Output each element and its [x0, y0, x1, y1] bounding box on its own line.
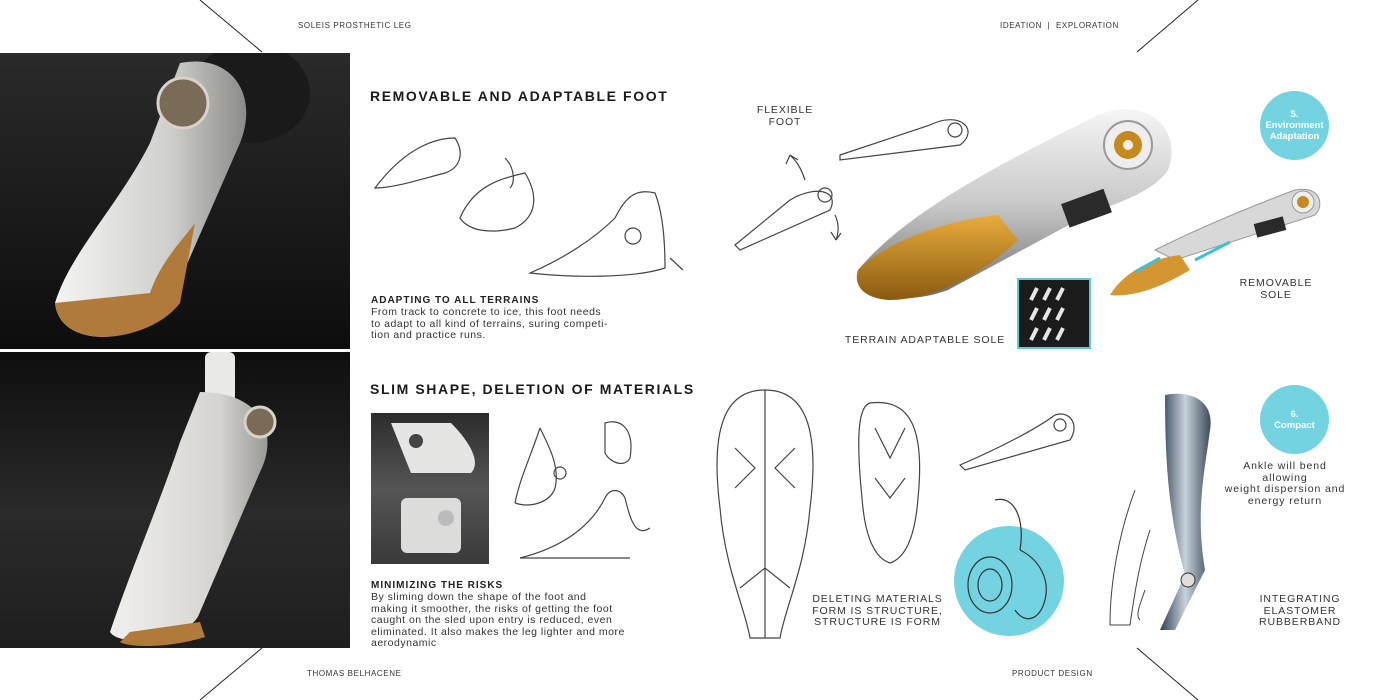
section1-title: REMOVABLE AND ADAPTABLE FOOT [370, 88, 669, 104]
deleting-materials-line: DELETING MATERIALS [812, 593, 943, 605]
leg-render [1109, 393, 1211, 630]
elastomer-line: INTEGRATING [1259, 593, 1341, 605]
removable-sole-label-line: SOLE [1260, 288, 1292, 301]
section2-body-line: making it smoother, the risks of getting… [371, 602, 613, 615]
section1-body-line: to adapt to all kind of terrains, suring… [371, 317, 608, 330]
ankle-bend-line: weight dispersion and [1224, 483, 1346, 495]
section1-subtitle: ADAPTING TO ALL TERRAINS [371, 295, 540, 306]
section2-body-line: eliminated. It also makes the leg lighte… [371, 625, 625, 638]
badge-text: Environment [1265, 120, 1324, 131]
section2-body-line: aerodynamic [371, 637, 437, 649]
foot-render-large [856, 109, 1172, 300]
product-photo-bottom [0, 352, 350, 648]
slim-shape-sketches [514, 421, 651, 559]
removable-sole-label: REMOVABLE SOLE [1235, 277, 1317, 301]
ankle-detail-sketch [967, 498, 1047, 620]
terrain-sole-label: TERRAIN ADAPTABLE SOLE [844, 334, 1006, 346]
elastomer-line: ELASTOMER [1263, 604, 1337, 617]
badge-number: 5. [1290, 109, 1299, 120]
section2-subtitle: MINIMIZING THE RISKS [371, 580, 504, 591]
removable-sole-label-line: REMOVABLE [1239, 277, 1313, 289]
section2-body: By sliming down the shape of the foot an… [371, 591, 625, 650]
sole-texture-inset [1017, 278, 1091, 349]
badge-compact: 6. Compact [1260, 385, 1329, 454]
ankle-bend-line: energy return [1247, 494, 1323, 507]
flexible-foot-label-line: FLEXIBLE [756, 104, 814, 116]
deleting-materials-line: STRUCTURE IS FORM [814, 616, 941, 628]
flexible-foot-label: FLEXIBLE FOOT [752, 104, 818, 128]
ankle-bend-text: Ankle will bend allowing weight dispersi… [1220, 460, 1350, 507]
header-section: IDEATION | EXPLORATION [1000, 21, 1119, 30]
section1-body: From track to concrete to ice, this foot… [371, 306, 608, 342]
elastomer-line: RUBBERBAND [1259, 616, 1341, 628]
ankle-bend-line: Ankle will bend allowing [1243, 460, 1327, 484]
elastomer-label: INTEGRATING ELASTOMER RUBBERBAND [1250, 593, 1350, 629]
section1-body-line: From track to concrete to ice, this foot… [371, 306, 602, 318]
prototype-photos [371, 413, 489, 564]
badge-text: Compact [1274, 419, 1315, 431]
section2-title: SLIM SHAPE, DELETION OF MATERIALS [370, 381, 695, 397]
structure-sketches [716, 389, 921, 639]
badge-environment-adaptation: 5. Environment Adaptation [1260, 91, 1329, 160]
product-photo-top [0, 53, 350, 349]
footer-author: THOMAS BELHACENE [307, 669, 402, 678]
deleting-materials-line: FORM IS STRUCTURE, [812, 604, 943, 617]
foot-render-small [1110, 188, 1321, 296]
section1-body-line: tion and practice runs. [371, 329, 486, 341]
deleting-materials-label: DELETING MATERIALS FORM IS STRUCTURE, ST… [810, 593, 945, 629]
flexible-foot-sketch [734, 119, 969, 251]
flexible-foot-label-line: FOOT [768, 115, 802, 128]
badge-number: 6. [1290, 408, 1299, 420]
section2-body-line: By sliming down the shape of the foot an… [371, 591, 587, 603]
foot-sketch-top [958, 413, 1075, 471]
foot-sketches [373, 137, 684, 277]
header-project: SOLEIS PROSTHETIC LEG [298, 21, 412, 30]
badge-text: Adaptation [1269, 131, 1320, 142]
footer-discipline: PRODUCT DESIGN [1012, 669, 1093, 678]
section2-body-line: caught on the sled upon entry is reduced… [371, 614, 613, 626]
